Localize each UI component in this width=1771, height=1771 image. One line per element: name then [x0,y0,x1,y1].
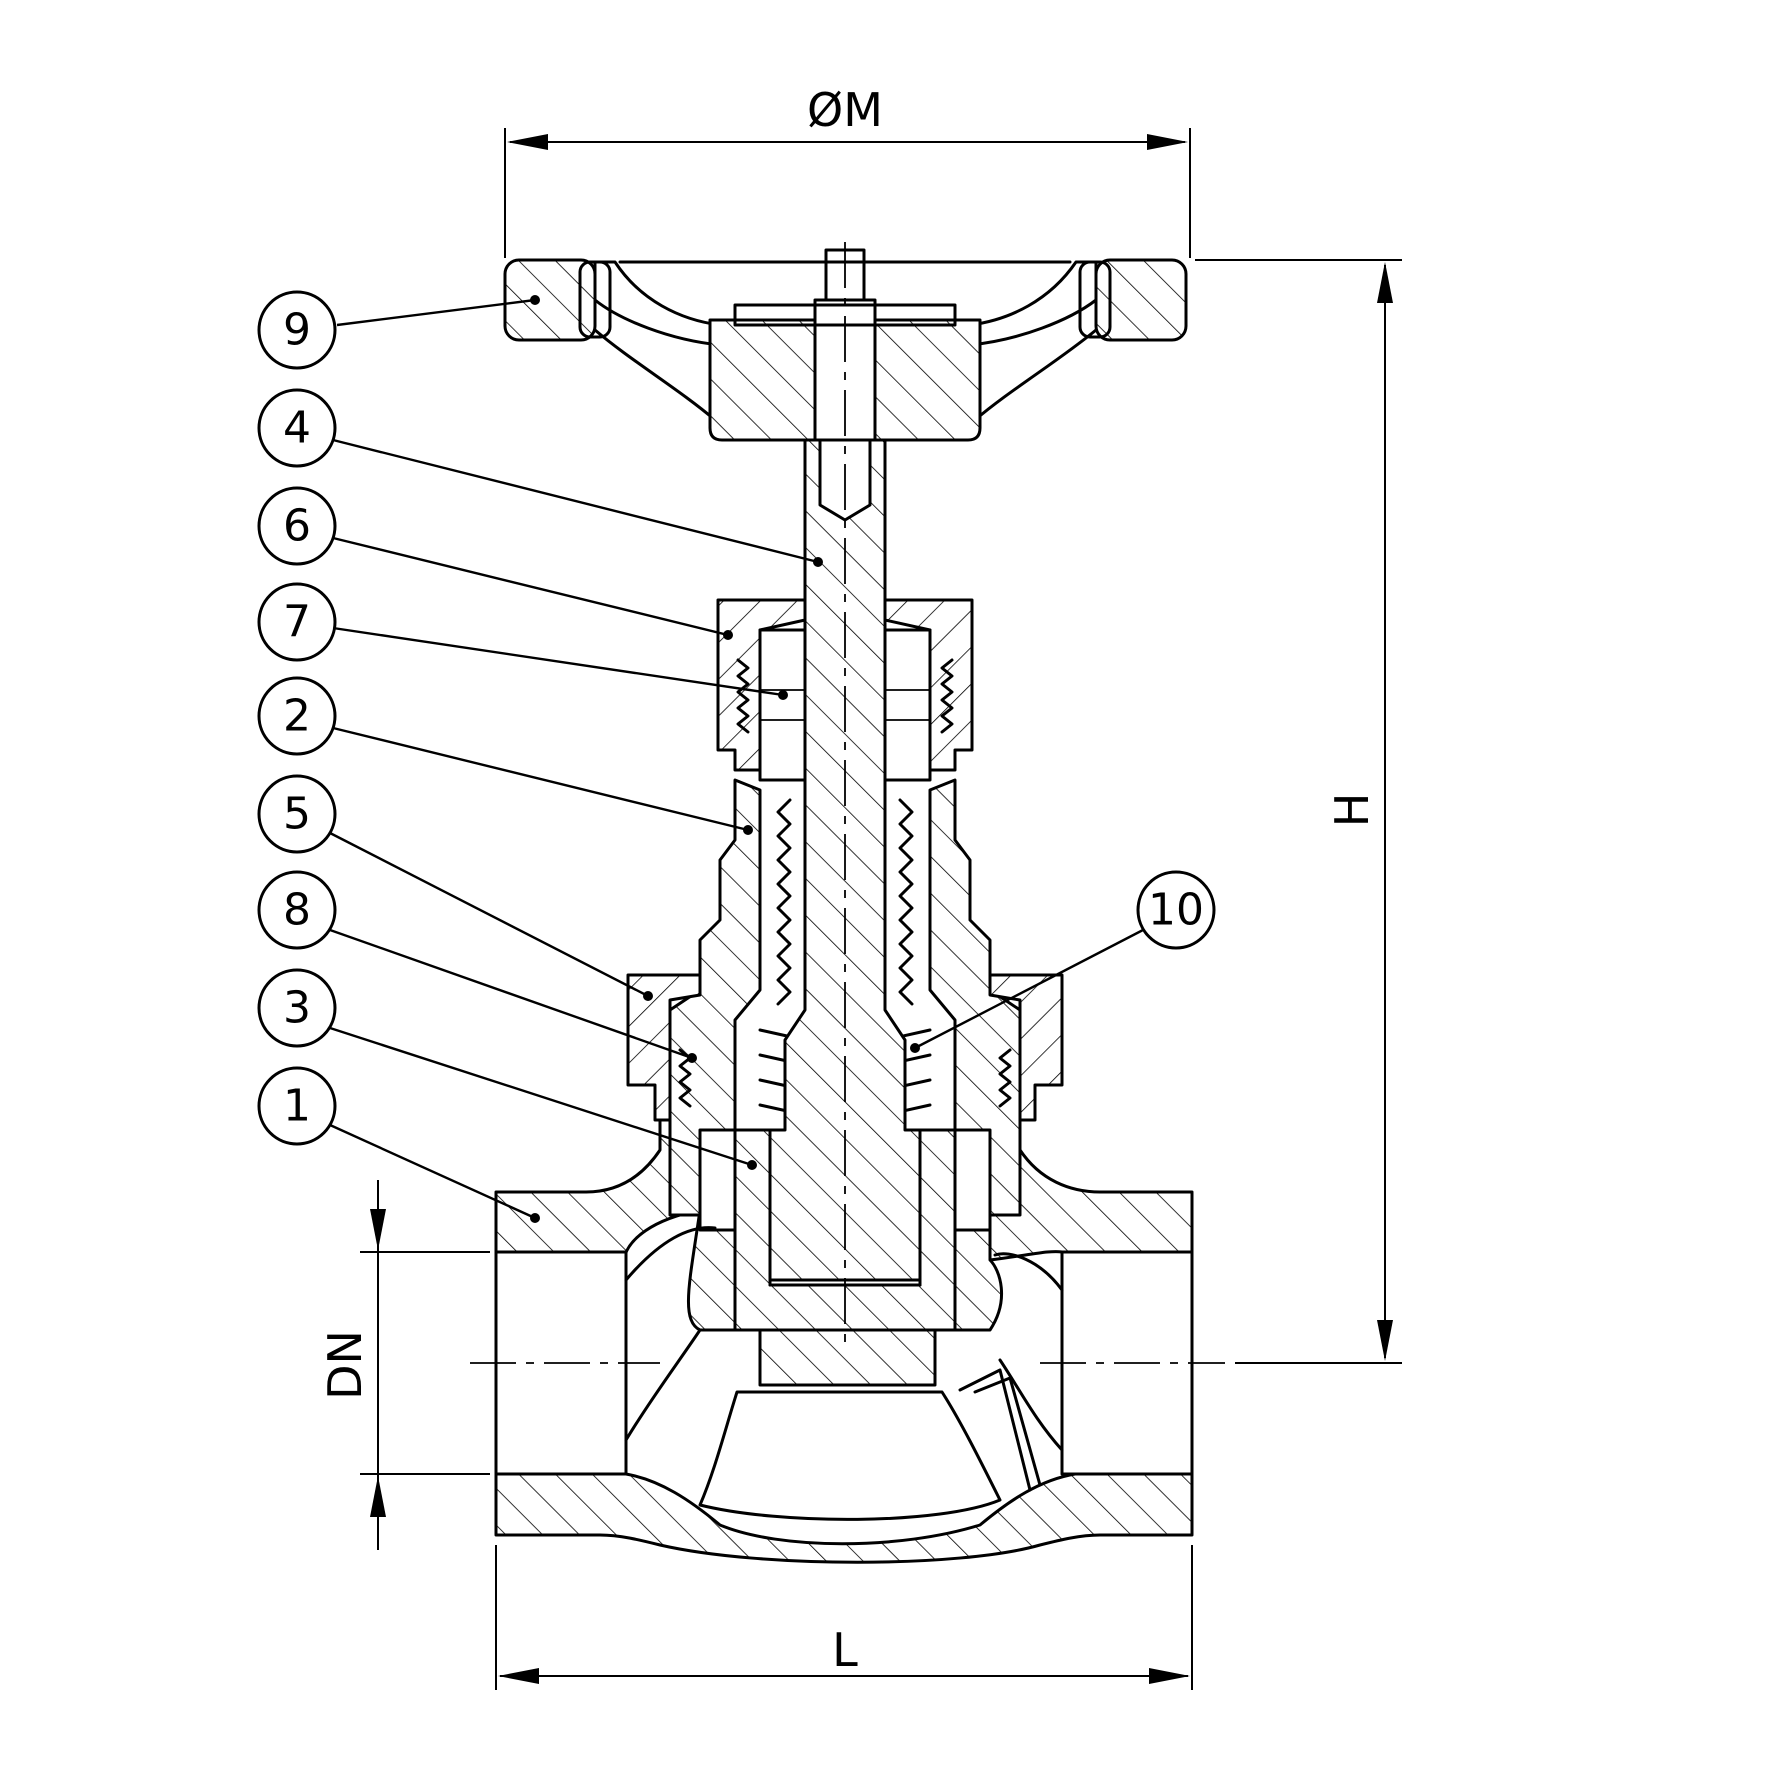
callout-2: 2 [257,676,753,835]
svg-text:2: 2 [283,691,311,742]
svg-text:1: 1 [283,1081,311,1132]
dimension-label-dn: DN [318,1330,372,1400]
svg-text:10: 10 [1148,885,1204,936]
bonnet [668,778,1022,1217]
svg-text:8: 8 [283,885,311,936]
spring-area [758,1028,932,1117]
dimension-length-l: L [495,1545,1193,1690]
callout-3: 3 [257,968,757,1170]
callout-5: 5 [257,774,653,1001]
dimension-height-h: H [1195,259,1402,1364]
handwheel [503,248,1188,442]
svg-text:5: 5 [283,789,311,840]
callout-6: 6 [257,486,733,640]
svg-text:9: 9 [283,305,311,356]
callout-8: 8 [257,870,697,1063]
callout-7: 7 [257,582,788,700]
callout-4: 4 [257,388,823,567]
callout-9: 9 [257,290,540,370]
center-lines [470,242,1225,1364]
svg-text:7: 7 [283,597,311,648]
dimension-label-m: ØM [807,83,883,137]
callout-1: 1 [257,1066,540,1223]
svg-text:6: 6 [283,501,311,552]
dimension-diameter-m: ØM [504,83,1191,258]
svg-text:4: 4 [283,403,311,454]
dimension-label-h: H [1325,793,1379,828]
dimension-label-l: L [832,1623,858,1677]
svg-text:3: 3 [283,983,311,1034]
gland-nut [716,598,974,782]
callout-10: 10 [910,870,1216,1053]
dimension-dn: DN [318,1180,490,1550]
